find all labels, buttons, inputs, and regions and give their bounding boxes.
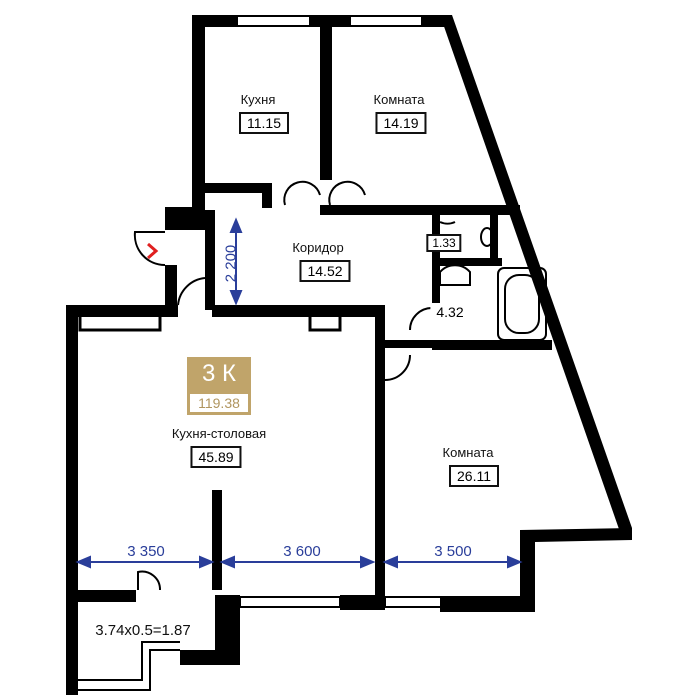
room-area-room2: 26.11 [449, 465, 499, 487]
total-area: 119.38 [187, 391, 251, 415]
dimension-left: 3 350 [127, 543, 165, 560]
entrance-arrow-icon [147, 242, 159, 260]
room-area-corridor: 14.52 [299, 260, 351, 282]
room-area-kitchen: 11.15 [239, 112, 289, 134]
room-label-room2: Комната [442, 445, 494, 460]
room-label-kitchen: Кухня [240, 92, 276, 107]
room-label-room1: Комната [373, 92, 425, 107]
bathroom-area: 4.32 [430, 303, 470, 321]
plan-type: 3 К [187, 357, 251, 391]
room-label-corridor: Коридор [292, 240, 344, 255]
dimension-middle: 3 600 [283, 543, 321, 560]
dimension-corridor: 2 200 [222, 244, 240, 283]
dimension-right: 3 500 [434, 543, 472, 560]
balcony-area: 3.74x0.5=1.87 [95, 622, 191, 639]
room-area-room1: 14.19 [375, 112, 427, 134]
room-area-kitchen-dining: 45.89 [190, 446, 242, 468]
plan-badge: 3 К 119.38 [187, 357, 251, 415]
room-label-kitchen-dining: Кухня-столовая [171, 426, 267, 441]
wc-area: 1.33 [426, 234, 462, 252]
